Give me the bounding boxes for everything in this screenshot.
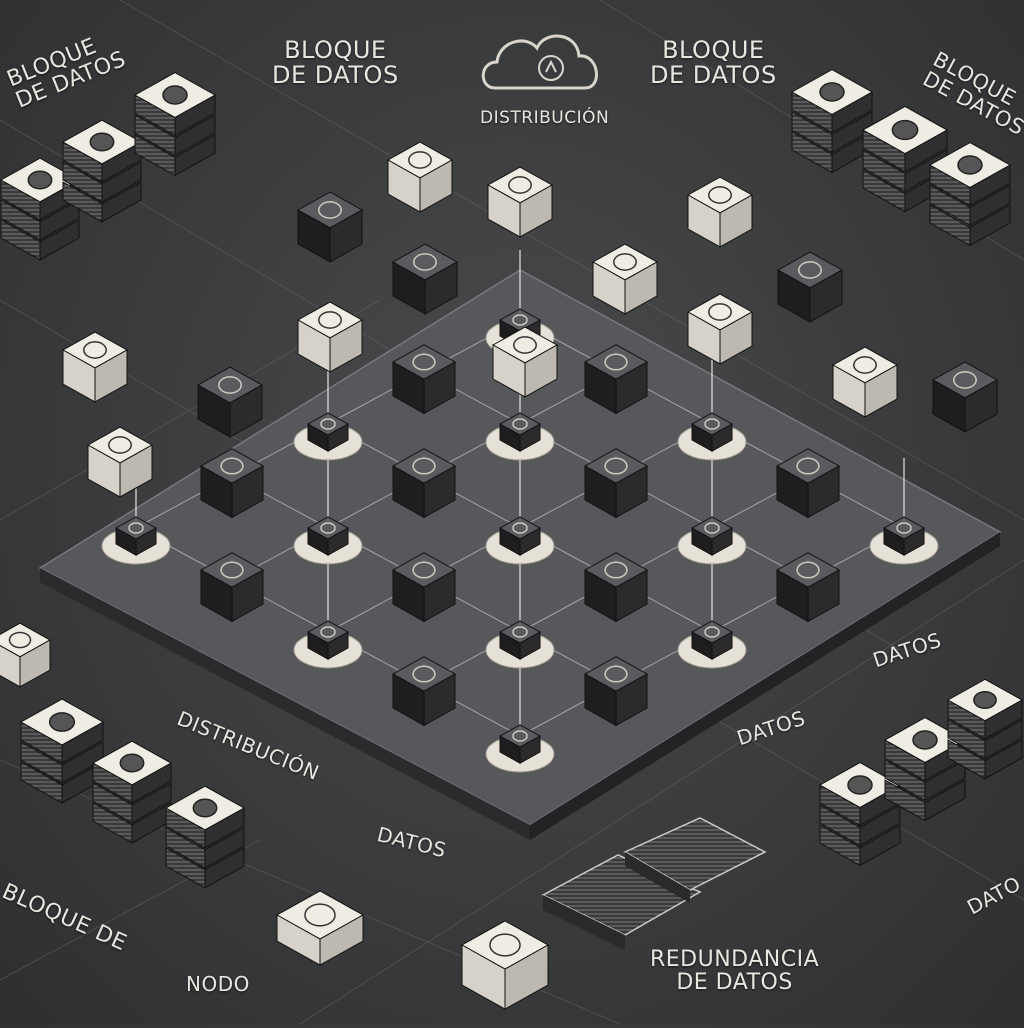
small-cube [0, 622, 52, 688]
floating-cube [61, 331, 129, 403]
cube-node [869, 516, 939, 565]
small-cube [275, 890, 365, 966]
floating-cube [686, 293, 754, 365]
data-cube [391, 448, 457, 519]
data-cube [391, 344, 457, 415]
cube-node [677, 412, 747, 461]
floating-cube [486, 166, 554, 238]
floating-cube [386, 141, 454, 213]
floating-cube [196, 366, 264, 438]
label-top-center-right-block: BLOQUE DE DATOS [650, 36, 777, 90]
floating-cube [931, 361, 999, 433]
data-cube [199, 552, 265, 623]
node-cube [498, 620, 542, 661]
node-cube [114, 516, 158, 557]
cube-node [485, 620, 555, 669]
node-cube [306, 412, 350, 453]
vertical-links [135, 250, 905, 728]
cube-node [293, 412, 363, 461]
server-stack-icon [790, 69, 874, 174]
label-bottom-redundancia: REDUNDANCIA DE DATOS [650, 947, 820, 996]
cube-node [101, 516, 171, 565]
small-cube [460, 920, 550, 1010]
data-cube [775, 552, 841, 623]
cube-node [485, 412, 555, 461]
node-cube [306, 620, 350, 661]
node-cube [306, 516, 350, 557]
node-cube [690, 412, 734, 453]
label-cloud-caption: DISTRIBUCIÓN [480, 108, 610, 128]
floating-cube [296, 191, 364, 263]
cube-node [293, 620, 363, 669]
node-cube [882, 516, 926, 557]
data-cube [199, 448, 265, 519]
floating-cube [591, 243, 659, 315]
floating-cube [296, 301, 364, 373]
floating-cube [86, 426, 154, 498]
server-stack-icon [91, 740, 173, 844]
server-stack-icon [946, 678, 1024, 780]
label-top-center-left-block: BLOQUE DE DATOS [272, 36, 399, 90]
data-cube [583, 448, 649, 519]
node-cube [498, 412, 542, 453]
floating-cube [776, 251, 844, 323]
node-cube [498, 724, 542, 765]
server-stack-icon [164, 785, 246, 889]
cube-nodes [61, 141, 999, 773]
data-cube [583, 656, 649, 727]
data-cube [391, 656, 457, 727]
node-cube [690, 620, 734, 661]
cloud-icon [481, 34, 598, 90]
cube-node [293, 516, 363, 565]
server-stack-icon [861, 105, 949, 213]
floating-cube [831, 346, 899, 418]
cube-node [485, 724, 555, 773]
floating-cube [686, 176, 754, 248]
node-cube [690, 516, 734, 557]
server-stacks [0, 69, 1024, 1010]
server-stack-icon [883, 717, 967, 822]
floating-cube [491, 326, 559, 398]
label-bottom-nodo: NODO [186, 972, 250, 996]
cube-node [677, 620, 747, 669]
server-stack-icon [61, 119, 143, 223]
cube-node [485, 516, 555, 565]
floating-cube [391, 243, 459, 315]
data-cube [391, 552, 457, 623]
data-panel-blocks [541, 817, 767, 950]
data-cube [583, 552, 649, 623]
data-cube [775, 448, 841, 519]
server-stack-icon [19, 698, 105, 804]
server-stack-icon [928, 142, 1012, 247]
data-cube [583, 344, 649, 415]
server-stack-icon [818, 762, 902, 867]
node-cube [498, 516, 542, 557]
server-stack-icon [133, 72, 217, 177]
cube-node [677, 516, 747, 565]
